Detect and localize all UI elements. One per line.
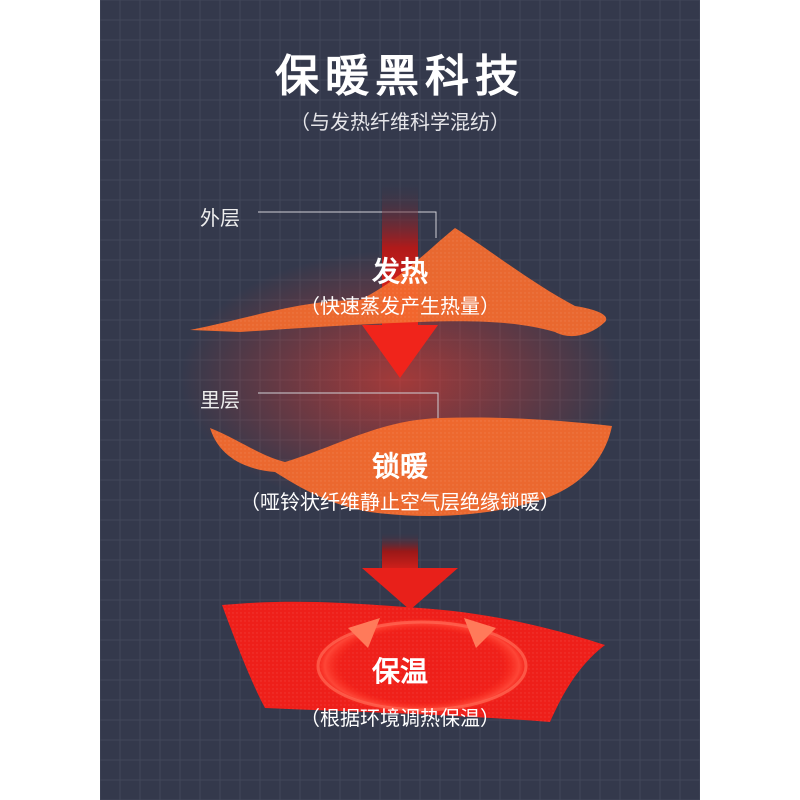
insulation-title: 保温 bbox=[371, 655, 428, 688]
down-arrow-icon bbox=[362, 532, 458, 610]
insulation-description: （根据环境调热保温） bbox=[300, 706, 500, 730]
layer-illustration bbox=[180, 180, 620, 722]
heating-description: （快速蒸发产生热量） bbox=[300, 294, 500, 318]
warmth-lock-description: （哑铃状纤维静止空气层绝缘锁暖） bbox=[240, 490, 560, 514]
warmth-lock-title: 锁暖 bbox=[371, 450, 428, 483]
circular-arrow-icon bbox=[314, 618, 530, 714]
page-title: 保暖黑科技 bbox=[275, 51, 525, 102]
inner-layer-label: 里层 bbox=[200, 388, 240, 412]
heating-title: 发热 bbox=[371, 255, 428, 288]
infographic-panel: 保暖黑科技 （与发热纤维科学混纺） 外层 里层 发热 （快速蒸发产生热量） 锁暖… bbox=[100, 0, 700, 800]
outer-layer-label: 外层 bbox=[200, 206, 240, 230]
page-subtitle: （与发热纤维科学混纺） bbox=[290, 110, 510, 134]
outer-connector-line bbox=[258, 211, 437, 238]
inner-connector-line bbox=[258, 392, 439, 420]
